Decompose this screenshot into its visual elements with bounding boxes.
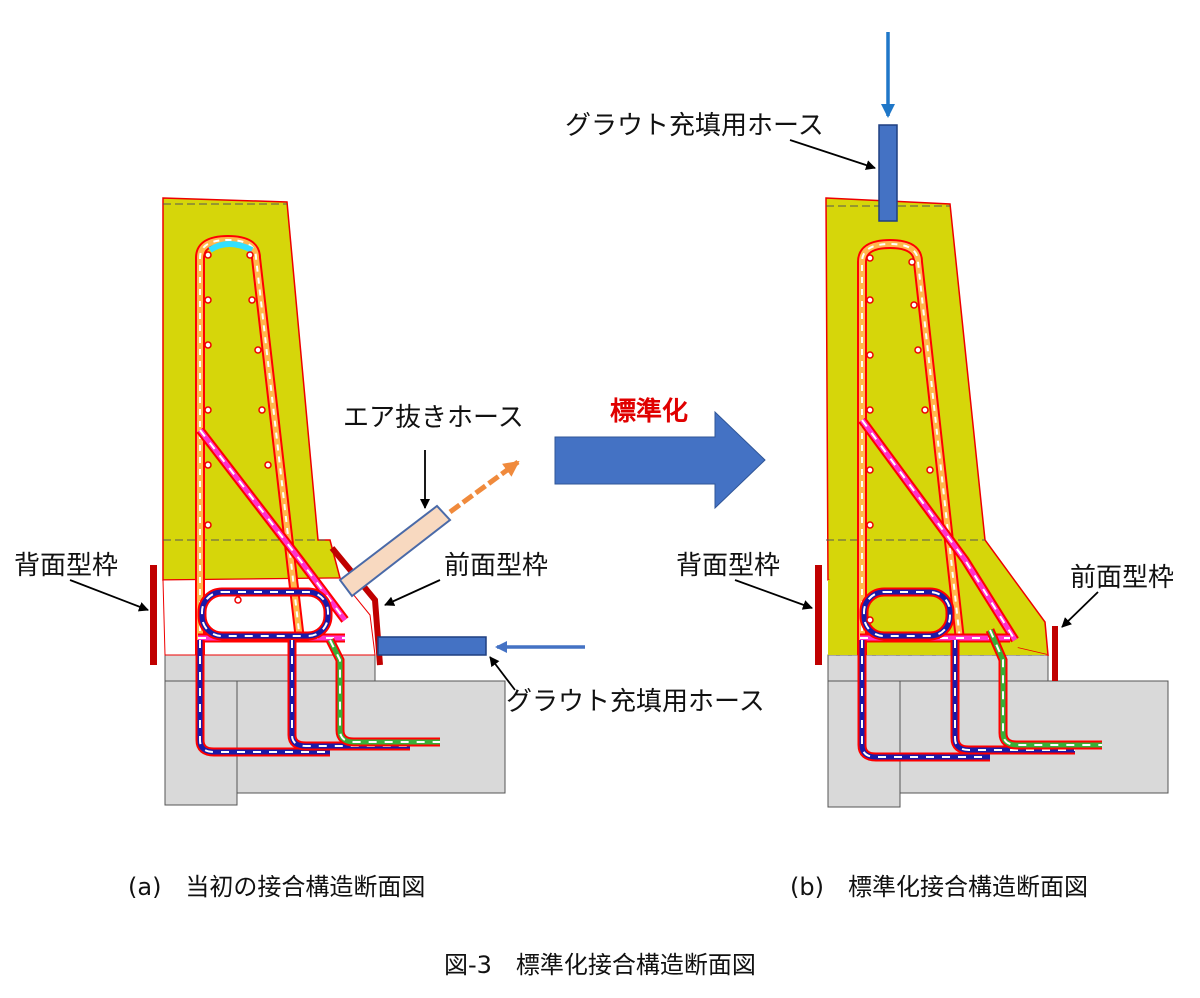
base-slab-a	[164, 654, 506, 806]
grout-hose-label-b: グラウト充填用ホース	[565, 111, 824, 141]
base-slab-b	[827, 654, 1169, 808]
rebar-diagonal-b	[858, 417, 1019, 643]
back-form-label-a: 背面型枠	[14, 551, 118, 581]
air-flow-arrow	[448, 459, 520, 515]
standardization-transition: 標準化	[554, 396, 766, 510]
caption-a: (a) 当初の接合構造断面図	[128, 873, 425, 901]
air-vent-hose	[338, 504, 452, 598]
front-form-label-a: 前面型枠	[444, 551, 548, 581]
caption-b: (b) 標準化接合構造断面図	[790, 873, 1088, 901]
back-formwork-a	[150, 565, 157, 665]
grout-hose-label-a: グラウト充填用ホース	[506, 687, 765, 717]
grout-hose-b	[878, 124, 898, 222]
diagram-b: グラウト充填用ホース 背面型枠 前面型枠 (b) 標準化接合構造断面図	[565, 32, 1174, 901]
rebar-loop-a	[197, 587, 333, 641]
rebar-diagonal-a	[196, 427, 349, 623]
rebar-dots-a	[204, 251, 272, 604]
air-hose-label: エア抜きホース	[343, 403, 524, 433]
rebar-base-a	[195, 637, 440, 757]
figure-title: 図-3 標準化接合構造断面図	[444, 951, 756, 979]
transition-arrow	[554, 410, 766, 510]
back-form-label-b: 背面型枠	[676, 551, 780, 581]
back-formwork-b	[815, 565, 822, 665]
standardization-label: 標準化	[610, 396, 688, 427]
front-formwork-b	[1052, 626, 1058, 681]
rebar-dots-b	[866, 254, 934, 624]
rebar-stirrup-b	[857, 238, 965, 655]
rebar-loop-b	[859, 587, 955, 641]
front-form-label-b: 前面型枠	[1070, 563, 1174, 593]
rebar-stirrup-a	[195, 235, 305, 655]
grout-hose-a	[377, 636, 487, 656]
rebar-base-b	[857, 628, 1102, 762]
diagram-a: エア抜きホース 前面型枠 背面型枠 グラウト充填用ホース (a) 当初の接合構造…	[14, 197, 765, 901]
